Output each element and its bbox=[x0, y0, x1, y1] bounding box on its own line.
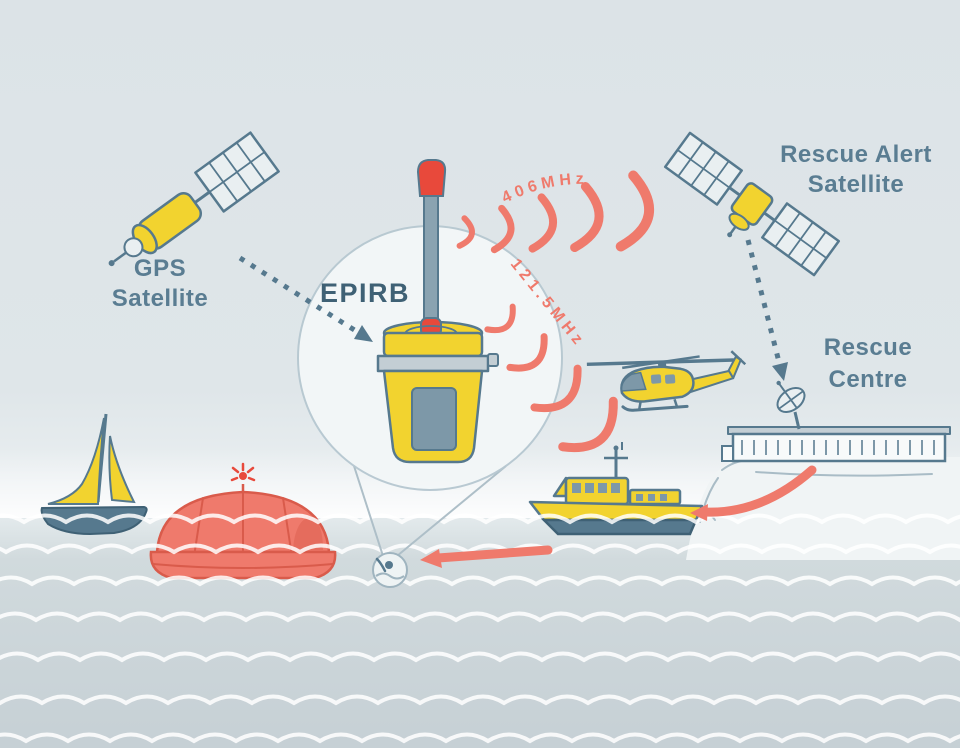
satellite-dish-icon bbox=[776, 380, 806, 430]
rescue-satellite-label-line2: Satellite bbox=[808, 171, 905, 198]
gps-satellite-label-line1: GPS bbox=[134, 255, 186, 282]
liferaft-icon bbox=[149, 462, 337, 580]
helicopter-icon bbox=[586, 350, 747, 412]
gps-satellite-icon bbox=[108, 131, 280, 267]
magnifier-cone bbox=[353, 465, 507, 588]
dotted-arrow-gps-to-epirb bbox=[238, 255, 373, 342]
rescue-arrow-to-survivor bbox=[420, 545, 553, 568]
dotted-arrow-satellite-to-centre bbox=[745, 239, 788, 381]
rescue-centre-building bbox=[721, 380, 951, 463]
lifeboat-icon bbox=[528, 442, 704, 536]
epirb-antenna-cap bbox=[416, 159, 447, 197]
building-windows bbox=[741, 440, 935, 455]
rescue-centre-label-line2: Centre bbox=[828, 366, 907, 393]
radio-waves-121 bbox=[484, 303, 618, 453]
survivor-in-water bbox=[372, 552, 408, 588]
raft-beacon-light bbox=[230, 462, 256, 482]
rescue-satellite-icon bbox=[663, 131, 841, 277]
radio-waves-406 bbox=[456, 170, 655, 254]
epirb-device bbox=[376, 159, 499, 464]
rescue-satellite-label-line1: Rescue Alert bbox=[780, 141, 932, 168]
gps-satellite-label-line2: Satellite bbox=[112, 285, 209, 312]
rescue-arrow-curved bbox=[690, 465, 817, 521]
rescue-centre-label-line1: Rescue bbox=[824, 334, 912, 361]
epirb-label: EPIRB bbox=[320, 278, 410, 308]
sailboat-icon bbox=[40, 413, 148, 536]
